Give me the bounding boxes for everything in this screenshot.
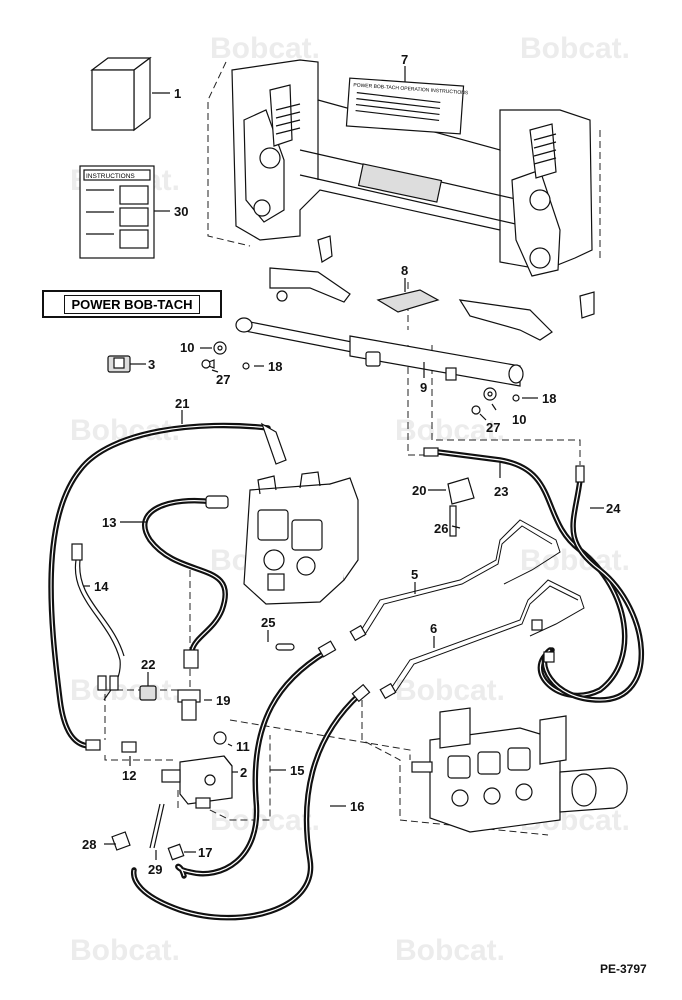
- callout-5: 5: [411, 567, 418, 582]
- callout-21: 21: [175, 396, 189, 411]
- instructions-label: INSTRUCTIONS: [86, 173, 135, 180]
- callout-19: 19: [216, 693, 230, 708]
- watermark: Bobcat.: [210, 32, 320, 65]
- callout-9: 9: [420, 380, 427, 395]
- callout-15: 15: [290, 763, 304, 778]
- watermark: Bobcat.: [395, 674, 505, 707]
- bob-tach-frame: POWER BOB-TACH OPERATION INSTRUCTIONS: [231, 59, 593, 277]
- diverter-valve: [161, 755, 233, 809]
- watermark: Bobcat.: [395, 934, 505, 967]
- callout-17: 17: [198, 845, 212, 860]
- callout-22: 22: [141, 657, 155, 672]
- callout-18: 18: [542, 391, 556, 406]
- callout-29: 29: [148, 862, 162, 877]
- hoses-top-right: [423, 447, 645, 703]
- callout-2: 2: [240, 765, 247, 780]
- decal-power-bob-tach: POWER BOB-TACH: [42, 290, 222, 318]
- callout-24: 24: [606, 501, 621, 516]
- callout-10: 10: [512, 412, 526, 427]
- callout-labels: 1 30 4 3 10 27 18 7 8 9 18 27 10 21 20 2…: [82, 52, 621, 877]
- fasteners-top: [201, 341, 520, 415]
- callout-23: 23: [494, 484, 508, 499]
- callout-28: 28: [82, 837, 96, 852]
- callout-10: 10: [180, 340, 194, 355]
- wire-harness: [71, 543, 125, 701]
- hoses-left: [48, 422, 287, 751]
- callout-27: 27: [486, 420, 500, 435]
- callout-8: 8: [401, 263, 408, 278]
- callout-13: 13: [102, 515, 116, 530]
- callout-1: 1: [174, 86, 181, 101]
- callout-18: 18: [268, 359, 282, 374]
- callout-11: 11: [236, 739, 250, 754]
- hoses-lower: [130, 640, 371, 921]
- callout-26: 26: [434, 521, 448, 536]
- watermark: Bobcat.: [520, 32, 630, 65]
- callout-14: 14: [94, 579, 109, 594]
- part-instructions-sheet: INSTRUCTIONS: [79, 165, 155, 259]
- callout-6: 6: [430, 621, 437, 636]
- fittings-lower: [111, 477, 475, 861]
- actuator-assembly: [235, 235, 595, 387]
- steel-tubes: [349, 519, 585, 700]
- reference-lines: [104, 61, 601, 836]
- part-box: [90, 56, 152, 132]
- diagram-code: PE-3797: [600, 962, 647, 976]
- watermark: Bobcat.: [70, 934, 180, 967]
- callout-3: 3: [148, 357, 155, 372]
- callout-20: 20: [412, 483, 426, 498]
- callout-30: 30: [174, 204, 188, 219]
- callout-7: 7: [401, 52, 408, 67]
- callout-27: 27: [216, 372, 230, 387]
- leader-lines: [84, 66, 604, 860]
- decal-label: POWER BOB-TACH: [64, 294, 200, 314]
- callout-12: 12: [122, 768, 136, 783]
- loader-valve-assembly: [411, 707, 628, 833]
- watermark: Bobcat.: [395, 414, 505, 447]
- part-switch: [107, 355, 131, 373]
- callout-16: 16: [350, 799, 364, 814]
- valve-assembly-center: [243, 471, 359, 605]
- callout-25: 25: [261, 615, 275, 630]
